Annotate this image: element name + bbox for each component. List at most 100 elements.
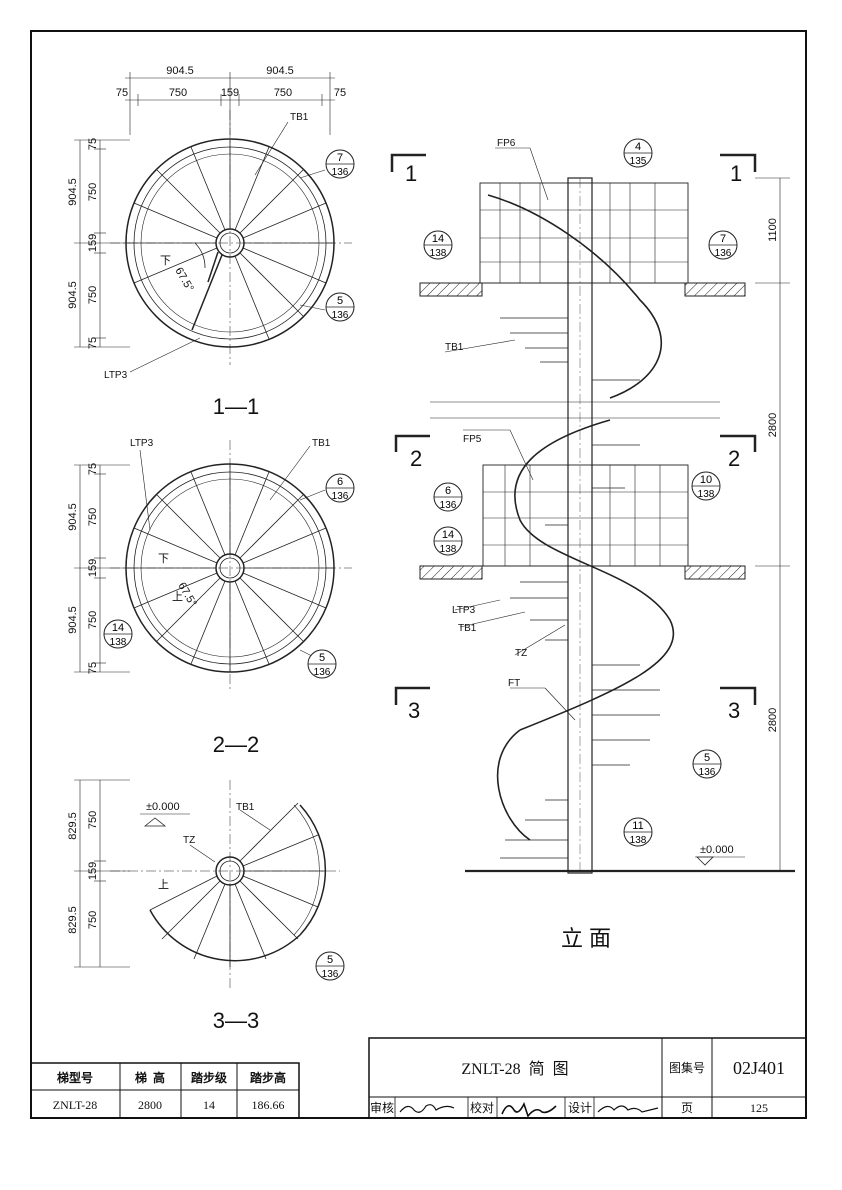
svg-text:138: 138: [630, 835, 647, 846]
svg-text:136: 136: [715, 248, 732, 259]
callout-e-5-136: 5 136: [692, 749, 722, 779]
svg-text:138: 138: [110, 637, 127, 648]
callout-e-4-135: 4 135: [623, 138, 653, 168]
section-mark-2-right: 2: [728, 446, 740, 471]
svg-text:5: 5: [704, 752, 710, 764]
dim2-left-1: 75: [87, 463, 99, 475]
svg-text:7: 7: [337, 152, 343, 164]
page-label: 页: [681, 1101, 693, 1115]
svg-text:136: 136: [332, 167, 349, 178]
callout2-6-136: 6 136: [325, 473, 355, 503]
dim2-left-7: 75: [87, 662, 99, 674]
review-signature: [399, 1104, 455, 1113]
dim3-left-2: 750: [87, 811, 99, 829]
dim-2800-lower: 2800: [767, 708, 779, 732]
svg-text:135: 135: [630, 156, 647, 167]
dim2-left-2: 750: [87, 508, 99, 526]
plan-3-3: [74, 779, 340, 990]
dim-2800-upper: 2800: [767, 413, 779, 437]
dim-top-right: 904.5: [266, 65, 294, 77]
section-mark-2-left: 2: [410, 446, 422, 471]
centerlines: [110, 110, 352, 365]
callout-7-136: 7 136: [325, 149, 355, 179]
callout-e-14-138-mid: 14 138: [433, 526, 463, 556]
svg-text:138: 138: [440, 544, 457, 555]
check-signature: [501, 1101, 557, 1118]
label-ft: FT: [508, 678, 520, 689]
svg-text:14: 14: [432, 233, 444, 245]
plan-2-2: [74, 440, 352, 690]
dim3-left-3: 159: [87, 862, 99, 880]
dim-sub-4: 750: [274, 87, 292, 99]
title-block: [368, 1037, 807, 1119]
dim-sub-5: 75: [334, 87, 346, 99]
spec-cell-model: ZNLT-28: [53, 1098, 97, 1112]
dim2-left-4: 159: [87, 559, 99, 577]
label-fp6: FP6: [497, 138, 516, 149]
dim-left-5: 904.5: [67, 281, 79, 309]
dim-sub-3: 159: [221, 87, 239, 99]
callout2-14-138: 14 138: [103, 619, 133, 649]
svg-text:136: 136: [440, 500, 457, 511]
svg-text:4: 4: [635, 141, 641, 153]
callout3-5-136: 5 136: [315, 951, 345, 981]
plan-1-caption: 1—1: [213, 394, 259, 419]
callout-e-14-138-upper: 14 138: [423, 230, 453, 260]
atlas-label: 图集号: [669, 1060, 705, 1075]
svg-text:6: 6: [337, 476, 343, 488]
elevation-drawing: [390, 147, 795, 874]
label-tb1: TB1: [290, 112, 309, 123]
svg-text:136: 136: [322, 969, 339, 980]
callout-e-10-138: 10 138: [691, 471, 721, 501]
label3-tb1: TB1: [236, 802, 255, 813]
elevation-caption: 立 面: [561, 926, 611, 951]
label-ground-level: ±0.000: [700, 844, 734, 856]
label2-ltp3: LTP3: [130, 438, 154, 449]
plan-2-caption: 2—2: [213, 732, 259, 757]
section-mark-3-left: 3: [408, 698, 420, 723]
label2-up: 上: [172, 590, 183, 603]
dim-top-left: 904.5: [166, 65, 194, 77]
label-down: 下: [160, 255, 171, 267]
review-label: 审核: [370, 1100, 394, 1115]
label-ltp3: LTP3: [452, 605, 476, 616]
dim2-left-3: 904.5: [67, 503, 79, 531]
atlas-number: 02J401: [733, 1058, 785, 1078]
dim-left-7: 75: [87, 337, 99, 349]
dim-left-4: 159: [87, 234, 99, 252]
check-label: 校对: [470, 1100, 494, 1115]
dim3-left-1: 829.5: [67, 812, 79, 840]
dim-left-3: 904.5: [67, 178, 79, 206]
dim-left-2: 750: [87, 183, 99, 201]
dim-1100: 1100: [767, 218, 779, 242]
spec-header-steps: 踏步级: [191, 1070, 227, 1085]
dim3-left-5: 750: [87, 911, 99, 929]
svg-text:14: 14: [442, 529, 454, 541]
label-angle: 67.5°: [172, 266, 195, 294]
spec-cell-steps: 14: [203, 1098, 215, 1112]
dim2-left-5: 904.5: [67, 606, 79, 634]
svg-text:136: 136: [314, 667, 331, 678]
label3-tz: TZ: [183, 835, 195, 846]
spec-table: [30, 1062, 300, 1119]
label2-tb1: TB1: [312, 438, 331, 449]
section-mark-1-left: 1: [405, 161, 417, 186]
svg-text:6: 6: [445, 485, 451, 497]
svg-text:138: 138: [698, 489, 715, 500]
label-tz: TZ: [515, 648, 527, 659]
dim3-left-4: 829.5: [67, 906, 79, 934]
dim-left-6: 750: [87, 286, 99, 304]
section-mark-1-right: 1: [730, 161, 742, 186]
spec-header-model: 梯型号: [57, 1070, 93, 1085]
svg-text:5: 5: [319, 652, 325, 664]
plan-1-1: [74, 72, 352, 373]
dim-sub-1: 75: [116, 87, 128, 99]
label-fp5: FP5: [463, 434, 482, 445]
label-ltp3: LTP3: [104, 370, 128, 381]
dim-sub-2: 750: [169, 87, 187, 99]
callout2-5-136: 5 136: [307, 649, 337, 679]
svg-text:10: 10: [700, 474, 712, 486]
design-label: 设计: [568, 1101, 592, 1115]
svg-text:136: 136: [332, 491, 349, 502]
